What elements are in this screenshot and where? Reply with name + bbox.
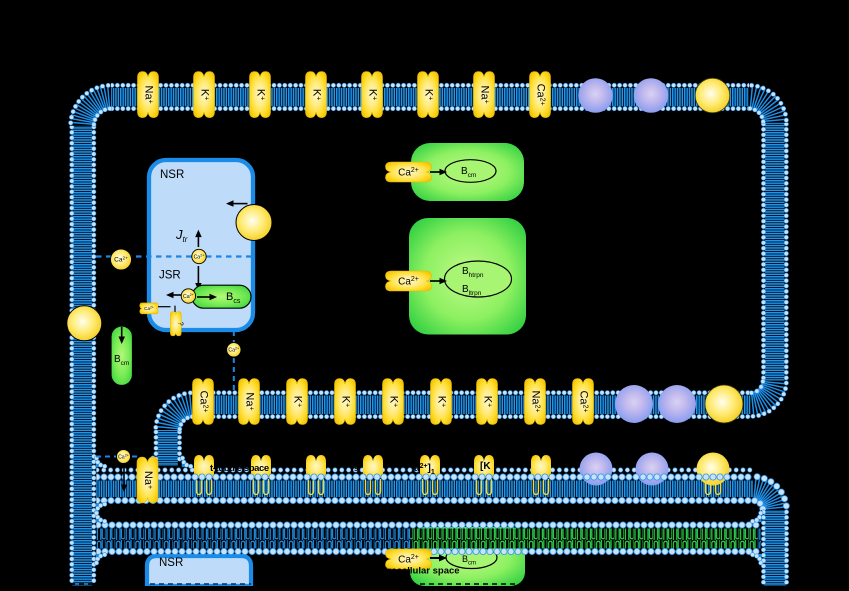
svg-text:t-tubule space: t-tubule space <box>210 463 269 474</box>
svg-text:s: s <box>354 464 359 473</box>
svg-text:NSR: NSR <box>159 557 183 569</box>
svg-text:NSR: NSR <box>160 169 184 181</box>
svg-text:extracellular space: extracellular space <box>374 566 460 577</box>
svg-text:JSR: JSR <box>159 270 181 282</box>
svg-text:?: ? <box>177 322 184 326</box>
svg-text:[K: [K <box>480 461 491 472</box>
